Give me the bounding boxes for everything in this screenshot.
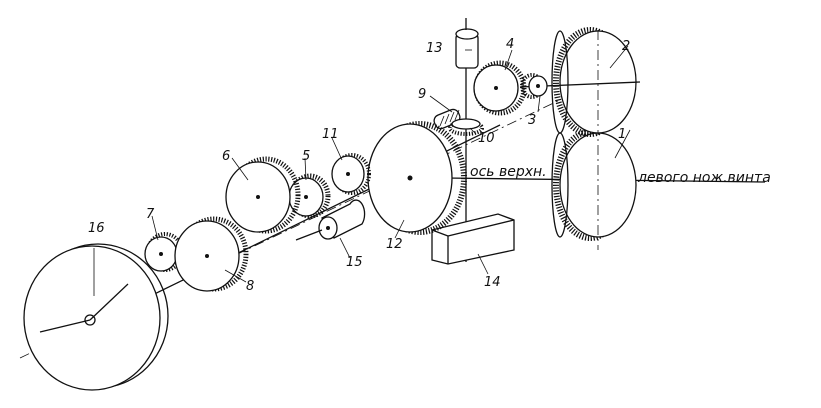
label-10: 10 [478, 131, 495, 146]
label-12: 12 [386, 237, 403, 252]
label-3: 3 [528, 113, 536, 128]
dial-16 [23, 243, 169, 391]
label-9: 9 [418, 87, 426, 102]
gear-11 [331, 153, 371, 195]
box-14 [431, 213, 515, 265]
label-4: 4 [506, 37, 514, 52]
label-2: 2 [622, 39, 630, 54]
gear-6 [225, 156, 301, 234]
axis-caption-lower: левого нож.винта [637, 170, 771, 186]
gear-12 [367, 121, 467, 235]
label-8: 8 [246, 279, 254, 294]
label-5: 5 [302, 149, 310, 164]
gear-2 [519, 27, 641, 137]
gear-8 [174, 216, 249, 292]
label-1: 1 [618, 127, 626, 142]
worm-wheel-10 [448, 118, 484, 136]
gear-1 [551, 125, 637, 250]
cylinder-15 [295, 199, 366, 241]
axis-caption-upper: ось верхн. [470, 164, 547, 180]
gear-4 [473, 60, 527, 116]
label-6: 6 [222, 149, 230, 164]
gear-3 [520, 73, 548, 99]
label-7: 7 [146, 207, 155, 222]
label-15: 15 [346, 255, 363, 270]
label-13: 13 [426, 41, 443, 56]
leader-lines [151, 45, 631, 283]
label-14: 14 [484, 275, 501, 290]
label-11: 11 [322, 127, 339, 142]
motor-13 [455, 18, 479, 69]
label-16: 16 [88, 221, 105, 236]
